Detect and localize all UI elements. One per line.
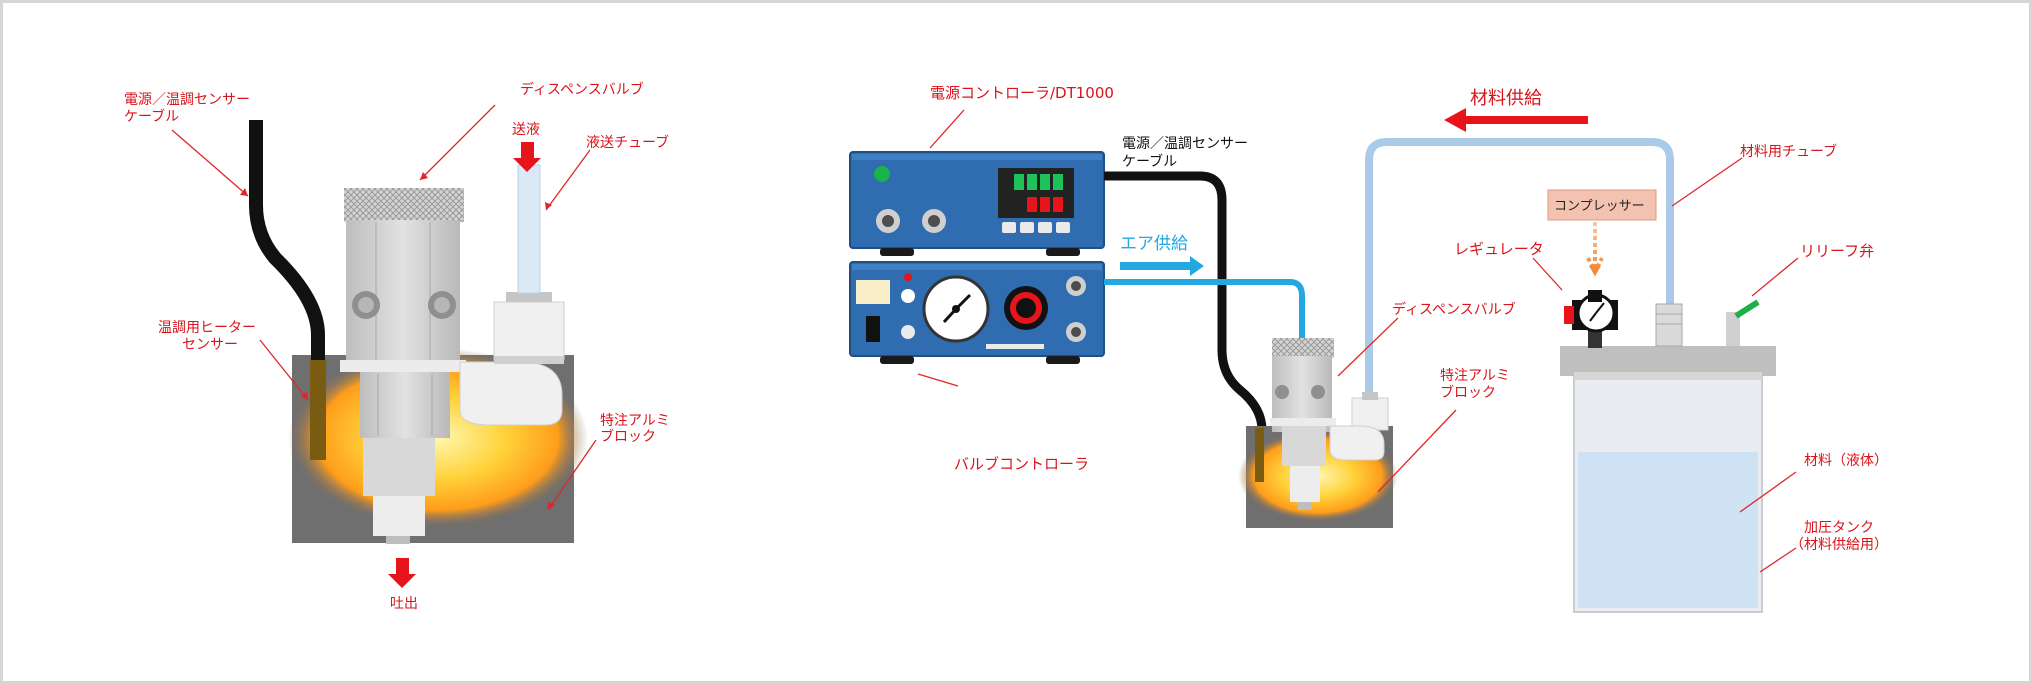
tank-label-2: （材料供給用） — [1790, 537, 1888, 553]
air-supply-line — [1104, 279, 1305, 340]
left-block-label-2: ブロック — [600, 428, 656, 445]
material-tube-label: 材料用チューブ — [1740, 143, 1837, 160]
compressor-label: コンプレッサー — [1554, 199, 1645, 214]
tank-lid — [1560, 346, 1776, 376]
left-valve-nozzle-body — [363, 438, 435, 496]
right-cable-label-1: 電源／温調センサー — [1122, 136, 1248, 152]
compressor-box — [1547, 189, 1657, 221]
left-leader-lines — [171, 104, 597, 511]
left-valve-lower-body — [360, 372, 450, 438]
material-tube — [1365, 138, 1674, 596]
right-leader-lines — [917, 109, 1799, 573]
regulator-label: レギュレータ — [1454, 240, 1544, 258]
right-power-cable — [1104, 171, 1267, 460]
left-block-label-1: 特注アルミ — [600, 413, 670, 429]
left-feed-tube — [517, 164, 541, 294]
right-valve-assembly — [1238, 338, 1398, 528]
left-valve-nozzle-tip — [373, 496, 425, 536]
power-led-icon — [874, 166, 890, 182]
left-discharge-arrow — [388, 558, 416, 588]
material-supply-label: 材料供給 — [1470, 88, 1542, 109]
left-tube-label: 液送チューブ — [586, 134, 669, 151]
tank-liquid — [1578, 452, 1758, 608]
left-heater-label-1: 温調用ヒーター — [158, 320, 256, 336]
left-valve-upper-body — [346, 220, 460, 362]
material-label: 材料（液体） — [1804, 453, 1888, 469]
compressor-air-arrow — [1586, 222, 1604, 277]
air-supply-label: エア供給 — [1120, 234, 1188, 254]
tank-label-1: 加圧タンク — [1804, 520, 1874, 536]
tank-tube-fitting — [1655, 303, 1683, 347]
right-valve-label: ディスペンスバルブ — [1392, 301, 1516, 318]
left-cable-label-1: 電源／温調センサー — [124, 92, 250, 108]
right-block-label-2: ブロック — [1440, 384, 1496, 401]
right-cable-label-2: ケーブル — [1122, 153, 1177, 170]
relief-valve-handle — [1734, 299, 1760, 319]
relief-valve-label: リリーフ弁 — [1800, 242, 1874, 260]
left-feed-label: 送液 — [512, 122, 540, 138]
relief-valve-body — [1726, 312, 1740, 346]
left-tube-fitting — [493, 301, 565, 361]
pressure-tank — [1547, 189, 1776, 613]
valve-controller-label-plate — [856, 280, 890, 304]
left-cable-label-2: ケーブル — [124, 108, 179, 125]
left-valve-knurl — [344, 188, 464, 222]
left-heater-label-2: センサー — [182, 337, 238, 353]
left-valve-assembly — [249, 120, 588, 588]
right-block-label-1: 特注アルミ — [1440, 368, 1510, 384]
left-elbow-fitting — [459, 361, 563, 426]
left-heater-sensor — [310, 360, 326, 460]
valve-controller-label: バルブコントローラ — [954, 455, 1089, 473]
left-power-cable — [249, 120, 325, 360]
left-discharge-label: 吐出 — [390, 596, 418, 612]
material-supply-arrow — [1444, 108, 1588, 132]
left-valve-collar — [340, 360, 466, 372]
valve-controller — [849, 261, 1105, 364]
power-controller — [849, 151, 1105, 256]
left-valve-label: ディスペンスバルブ — [520, 81, 644, 98]
power-controller-label: 電源コントローラ/DT1000 — [930, 84, 1114, 102]
left-feed-arrow — [513, 142, 541, 172]
air-supply-arrow — [1120, 256, 1204, 276]
